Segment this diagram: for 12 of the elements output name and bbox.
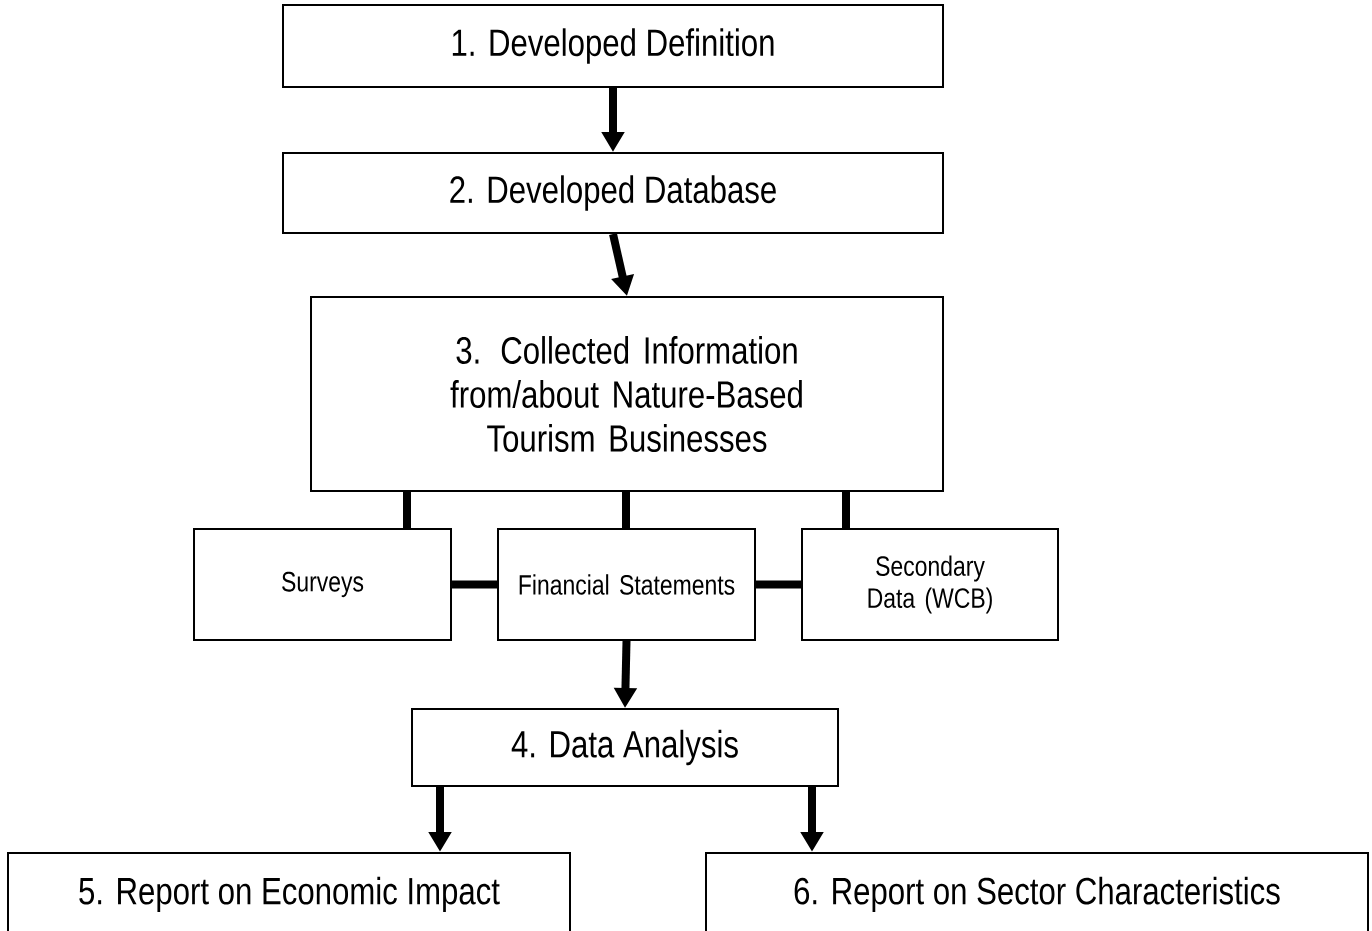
source-box: Surveys — [193, 528, 452, 641]
process-box: 5. Report on Economic Impact — [7, 851, 571, 931]
connector-line — [622, 492, 630, 528]
process-box: 4. Data Analysis — [411, 708, 839, 787]
process-box: 3. Collected Information from/about Nature-Based Tourism Businesses — [310, 296, 944, 492]
process-box: 1. Developed Definition — [282, 4, 944, 88]
source-box: Financial Statements — [497, 528, 756, 641]
connector-line — [842, 492, 850, 528]
process-box: 2. Developed Database — [282, 152, 944, 234]
connector-line — [403, 492, 411, 528]
process-box: 6. Report on Sector Characteristics — [705, 851, 1369, 931]
source-box: Secondary Data (WCB) — [801, 528, 1059, 641]
